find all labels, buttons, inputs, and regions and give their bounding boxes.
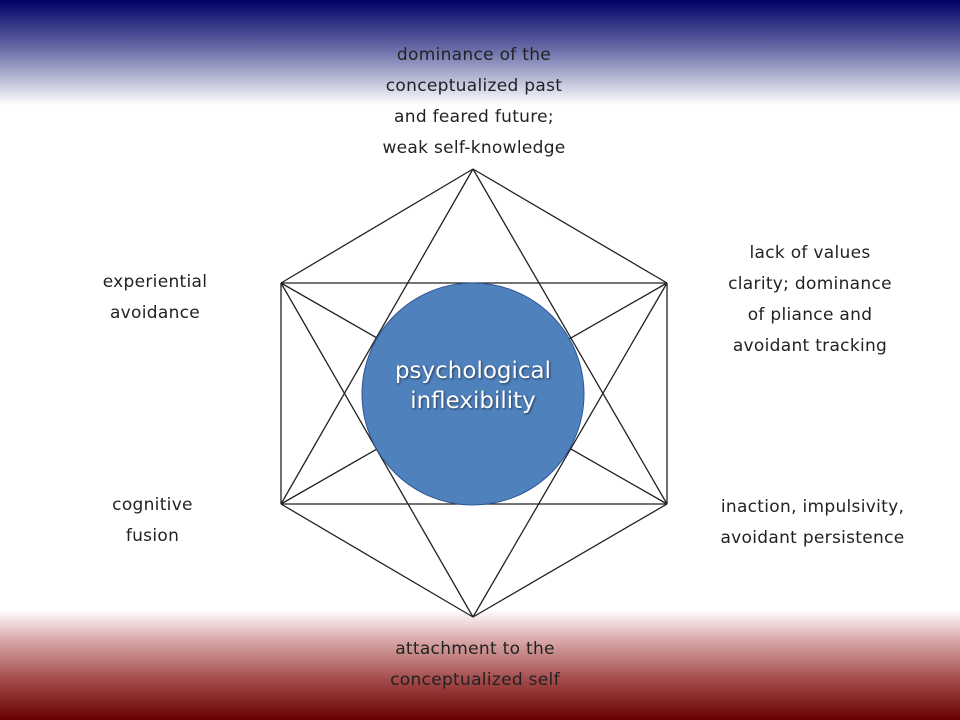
label-line: lack of values [749, 243, 871, 263]
label-top: dominance of the conceptualized past and… [354, 40, 594, 164]
hexaflex-edge [280, 168, 474, 505]
center-label-line: inflexibility [410, 388, 536, 414]
center-label: psychological inflexibility [362, 356, 584, 416]
hexaflex-edge [472, 168, 668, 284]
label-line: and feared future; [394, 107, 554, 127]
hexaflex-edge [472, 503, 668, 618]
hexaflex-edge [280, 168, 474, 284]
label-line: experiential [102, 272, 208, 292]
label-line: conceptualized self [390, 670, 560, 690]
label-bottom: attachment to the conceptualized self [355, 634, 595, 696]
label-line: fusion [125, 526, 180, 546]
center-label-line: psychological [394, 358, 552, 384]
label-line: weak self-knowledge [382, 138, 566, 158]
label-line: conceptualized past [385, 76, 563, 96]
label-lower-right: inaction, impulsivity, avoidant persiste… [695, 492, 930, 554]
label-lower-left: cognitive fusion [70, 490, 235, 552]
hexaflex-edge [280, 503, 474, 618]
label-line: of pliance and [747, 305, 873, 325]
label-line: avoidant tracking [732, 336, 888, 356]
label-line: avoidance [109, 303, 201, 323]
label-line: dominance of the [396, 45, 552, 65]
label-line: avoidant persistence [720, 528, 905, 548]
label-upper-left: experiential avoidance [70, 267, 240, 329]
label-line: clarity; dominance [728, 274, 892, 294]
label-line: attachment to the [395, 639, 555, 659]
label-line: inaction, impulsivity, [720, 497, 905, 517]
hexaflex-edge [472, 168, 668, 505]
hexaflex-edge [472, 282, 668, 618]
label-line: cognitive [112, 495, 193, 515]
label-upper-right: lack of values clarity; dominance of pli… [700, 238, 920, 362]
center-circle [361, 282, 585, 506]
